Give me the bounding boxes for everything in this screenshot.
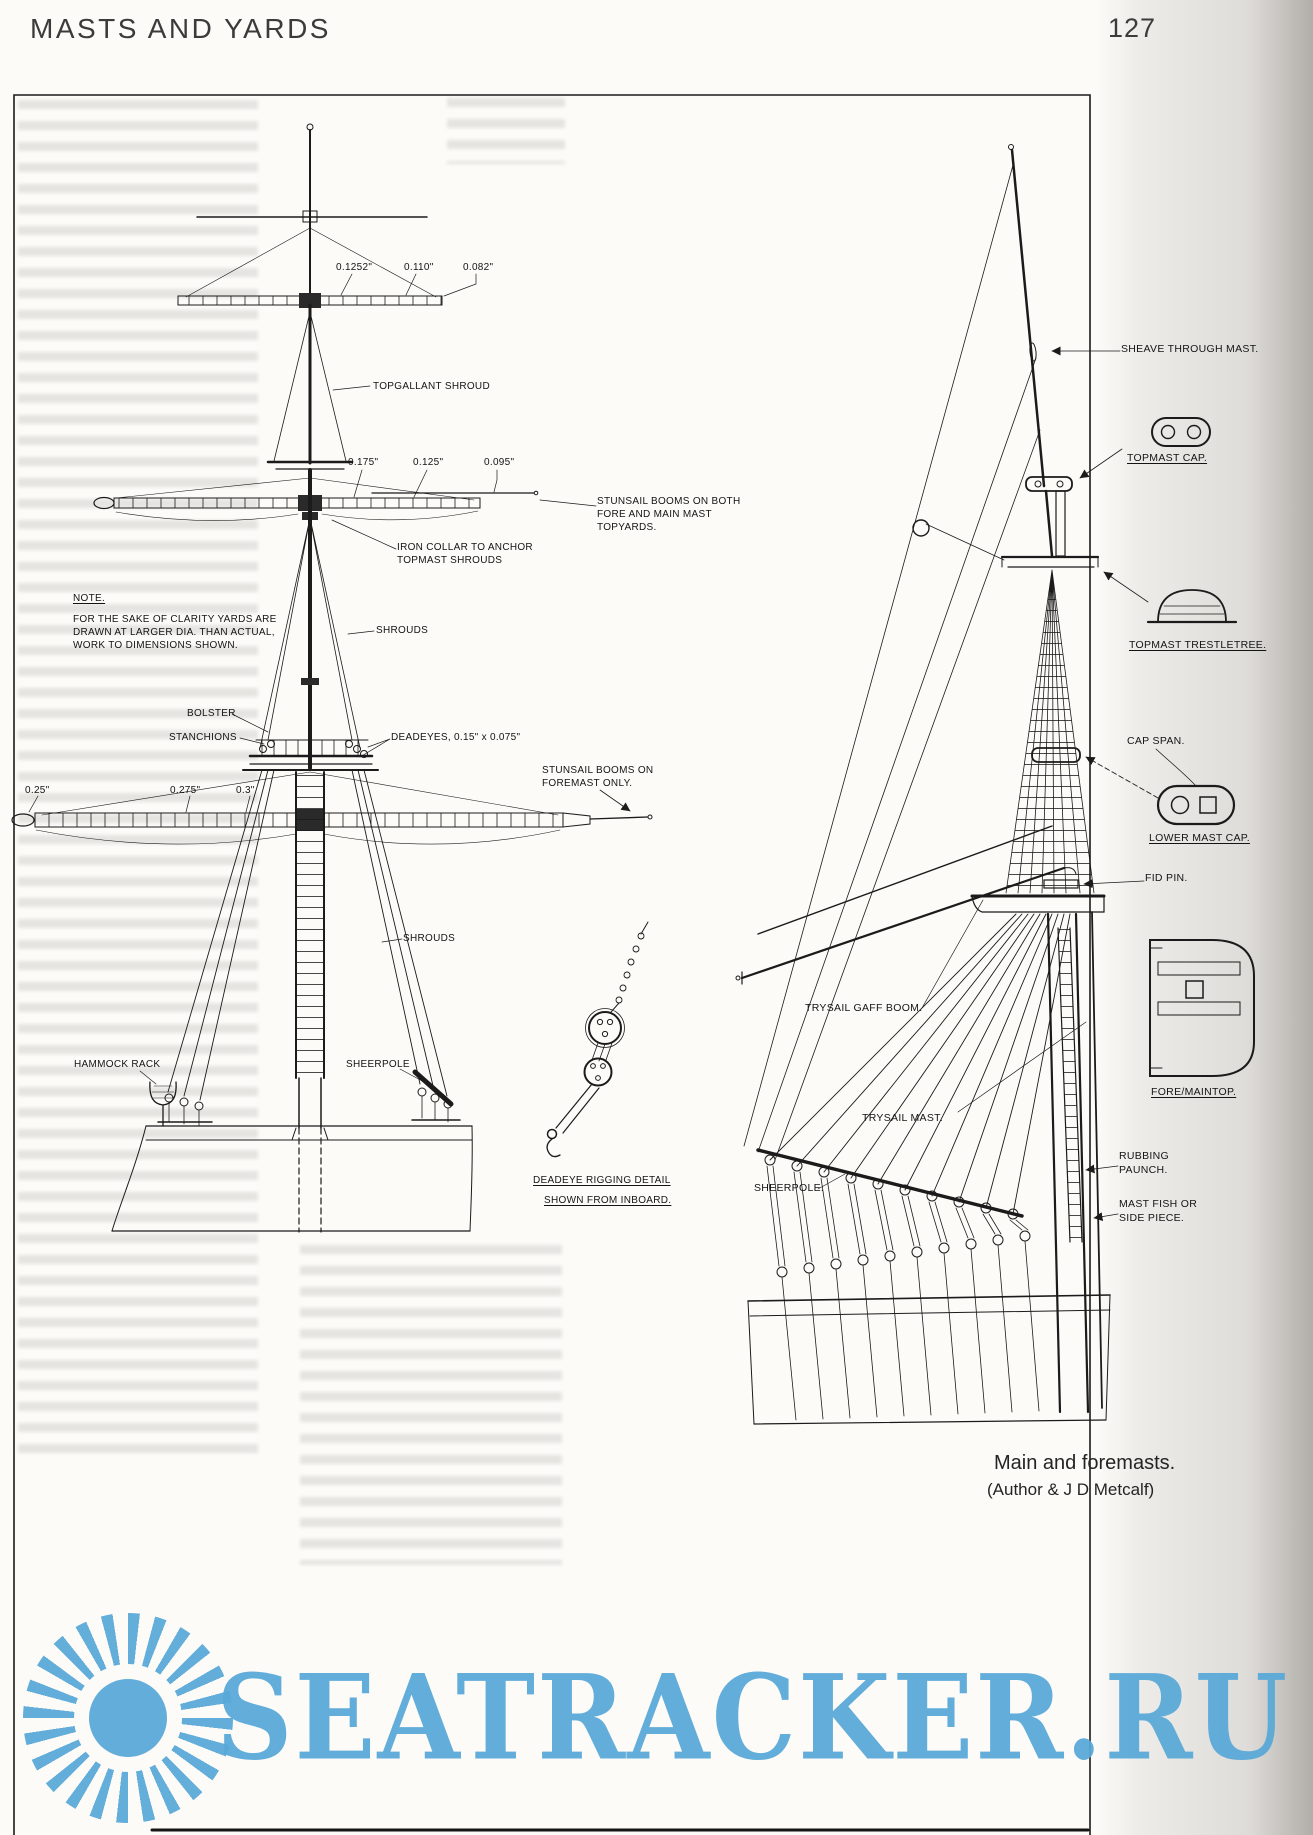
label-fid-pin: FID PIN. [1145,872,1188,884]
deadeye-rigging-detail-drawing [546,921,649,1158]
label-deadeye-detail-sub: SHOWN FROM INBOARD. [544,1195,672,1206]
page-edge-shading [1096,0,1313,1835]
dim-topsail-3: 0.095" [484,457,515,468]
left-mast-drawing [11,123,653,1233]
dim-topgallant-3: 0.082" [463,262,494,273]
figure-caption: Main and foremasts. [994,1452,1176,1474]
label-sheerpole-right: SHEERPOLE. [754,1182,825,1194]
watermark-text: SEATRACKER.RU [216,1648,1290,1787]
page-frame [13,94,1091,1835]
label-lower-mast-cap: LOWER MAST CAP. [1149,832,1250,844]
dim-loweryard-2: 0.275" [170,785,201,796]
dim-loweryard-1: 0.25" [25,785,50,796]
print-bleedthrough-top [447,98,565,164]
label-topmast-cap: TOPMAST CAP. [1127,452,1208,464]
dim-topsail-2: 0.125" [413,457,444,468]
label-stanchions: STANCHIONS [169,732,237,743]
print-bleedthrough-left [18,100,258,1460]
label-mast-fish: MAST FISH OR SIDE PIECE. [1119,1198,1198,1224]
page-title: MASTS AND YARDS [30,13,331,44]
label-fore-maintop: FORE/MAINTOP. [1151,1086,1237,1098]
dim-topgallant-2: 0.110" [404,262,434,273]
page-number: 127 [1108,13,1157,43]
label-trysail-mast: TRYSAIL MAST. [862,1112,943,1124]
dim-topgallant-1: 0.1252" [336,262,373,273]
print-bleedthrough-bottom [300,1245,562,1565]
label-shrouds-upper: SHROUDS [376,625,429,636]
label-sheave: SHEAVE THROUGH MAST. [1121,343,1259,355]
label-sheerpole-left: SHEERPOLE [346,1059,410,1070]
right-mast-drawing [735,144,1197,1425]
label-deadeye-detail-title: DEADEYE RIGGING DETAIL [533,1175,671,1186]
dim-loweryard-3: 0.3" [236,785,255,796]
sun-logo-icon [23,1613,233,1823]
label-trysail-gaff-boom: TRYSAIL GAFF BOOM. [805,1002,923,1014]
label-iron-collar: IRON COLLAR TO ANCHOR TOPMAST SHROUDS [397,542,533,566]
sun-core [89,1679,167,1757]
label-stunsail-booms-foremast: STUNSAIL BOOMS ON FOREMAST ONLY. [542,765,654,789]
note-title: NOTE. [73,593,106,604]
label-topmast-trestletree: TOPMAST TRESTLETREE. [1129,639,1267,651]
figure-caption-credit: (Author & J D Metcalf) [987,1480,1155,1499]
label-bolster: BOLSTER [187,708,236,719]
label-deadeyes-dim: DEADEYES, 0.15" x 0.075" [391,732,521,743]
label-topgallant-shroud: TOPGALLANT SHROUD [373,381,490,392]
note-body: FOR THE SAKE OF CLARITY YARDS ARE DRAWN … [73,614,277,651]
dim-topsail-1: 0.175" [348,457,379,468]
detail-insets [1146,417,1255,1077]
label-hammock-rack: HAMMOCK RACK [74,1059,161,1070]
label-rubbing-paunch: RUBBING PAUNCH. [1119,1150,1169,1176]
label-stunsail-booms-topyards: STUNSAIL BOOMS ON BOTH FORE AND MAIN MAS… [597,496,741,533]
label-cap-span: CAP SPAN. [1127,735,1185,747]
label-shrouds-lower: SHROUDS [403,933,456,944]
